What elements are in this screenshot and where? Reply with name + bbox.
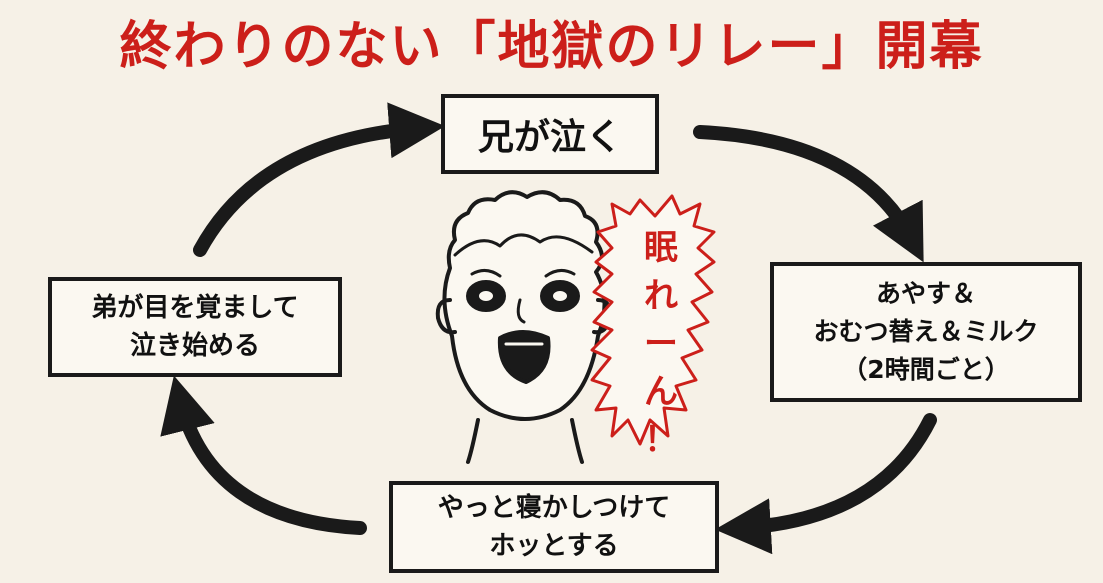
step-text-line: （2時間ごと） [842,355,1010,384]
exclamation-char: れ [644,276,678,316]
arrow-left-to-top [193,102,446,257]
step-text: 兄が泣く [477,117,622,158]
exclamation-char: ん [644,372,678,412]
step-older-brother-cries: 兄が泣く [441,94,659,174]
exclamation-burst [590,194,716,446]
arrow-right-to-bottom [714,413,937,555]
step-younger-brother-wakes: 弟が目を覚まして 泣き始める [48,277,342,377]
step-text-line: あやす＆ [875,279,976,308]
step-finally-asleep: やっと寝かしつけて ホッとする [389,481,719,573]
step-soothe-and-feed: あやす＆ おむつ替え＆ミルク （2時間ごと） [770,262,1082,402]
page-title: 終わりのない「地獄のリレー」開幕 [119,17,984,77]
exclamation-text: 眠 れ ー ん ！ [636,224,686,464]
exclamation-char: ！ [644,420,678,460]
exclamation-char: 眠 [644,228,678,268]
crying-person-illustration [435,190,613,464]
step-text-line: やっと寝かしつけて [437,493,671,523]
exclamation-char: ー [644,324,678,364]
step-text-line: 泣き始める [129,331,260,361]
step-text-line: 弟が目を覚まして [91,293,299,323]
arrow-bottom-to-left [160,375,367,535]
step-text-line: ホッとする [489,531,619,561]
step-text-line: おむつ替え＆ミルク [813,317,1039,346]
arrow-top-to-right [693,125,924,263]
